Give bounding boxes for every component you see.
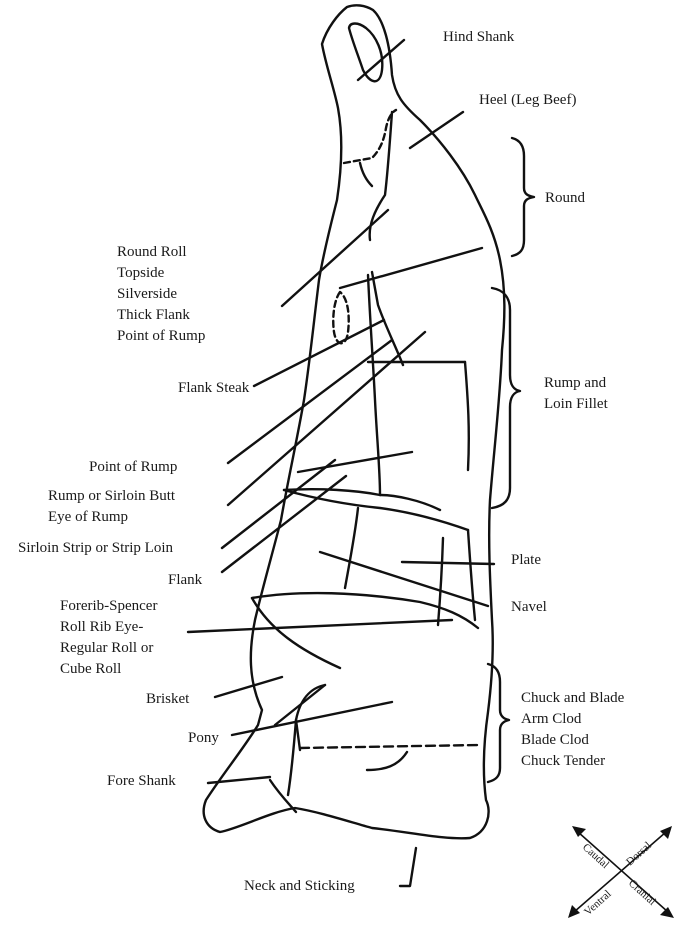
- hind-shank-label: Hind Shank: [443, 27, 514, 48]
- flank-label: Flank: [168, 570, 202, 591]
- regular-roll-line: Regular Roll or: [60, 638, 157, 659]
- roll-rib-eye-line: Roll Rib Eye-: [60, 617, 157, 638]
- fore-shank-label: Fore Shank: [107, 771, 176, 792]
- arm-clod-line: Arm Clod: [521, 709, 624, 730]
- loin-fillet-line: Loin Fillet: [544, 394, 608, 415]
- strip-loin-label: Sirloin Strip or Strip Loin: [18, 538, 173, 559]
- dorsal-label: Dorsal: [624, 840, 654, 869]
- neck-sticking-label: Neck and Sticking: [244, 876, 355, 897]
- cube-roll-line: Cube Roll: [60, 659, 157, 680]
- thick-flank-line: Thick Flank: [117, 305, 205, 326]
- rump-sirloin-butt-line: Rump or Sirloin Butt: [48, 486, 175, 507]
- topside-line: Topside: [117, 263, 205, 284]
- chuck-label-group: Chuck and Blade Arm Clod Blade Clod Chuc…: [521, 688, 624, 772]
- rump-sirloin-butt-label-group: Rump or Sirloin Butt Eye of Rump: [48, 486, 175, 528]
- caudal-label: Caudal: [580, 841, 611, 871]
- blade-clod-line: Blade Clod: [521, 730, 624, 751]
- round-roll-line: Round Roll: [117, 242, 205, 263]
- round-brace: [512, 138, 534, 256]
- rump-loin-label-group: Rump and Loin Fillet: [544, 373, 608, 415]
- eye-of-rump-line: Eye of Rump: [48, 507, 175, 528]
- brisket-label: Brisket: [146, 689, 189, 710]
- rump-and-line: Rump and: [544, 373, 608, 394]
- round-roll-label-group: Round Roll Topside Silverside Thick Flan…: [117, 242, 205, 347]
- forerib-label-group: Forerib-Spencer Roll Rib Eye- Regular Ro…: [60, 596, 157, 680]
- heel-label: Heel (Leg Beef): [479, 90, 576, 111]
- rump-loin-brace: [492, 288, 520, 508]
- point-of-rump-line: Point of Rump: [117, 326, 205, 347]
- ventral-label: Ventral: [582, 888, 614, 918]
- chuck-tender-line: Chuck Tender: [521, 751, 624, 772]
- cranial-label: Cranial: [626, 877, 658, 908]
- round-label: Round: [545, 188, 585, 209]
- chuck-and-blade-line: Chuck and Blade: [521, 688, 624, 709]
- point-of-rump-label: Point of Rump: [89, 457, 177, 478]
- plate-label: Plate: [511, 550, 541, 571]
- forerib-spencer-line: Forerib-Spencer: [60, 596, 157, 617]
- silverside-line: Silverside: [117, 284, 205, 305]
- navel-label: Navel: [511, 597, 547, 618]
- flank-steak-label: Flank Steak: [178, 378, 249, 399]
- pony-label: Pony: [188, 728, 219, 749]
- carcass-outline: [204, 5, 505, 838]
